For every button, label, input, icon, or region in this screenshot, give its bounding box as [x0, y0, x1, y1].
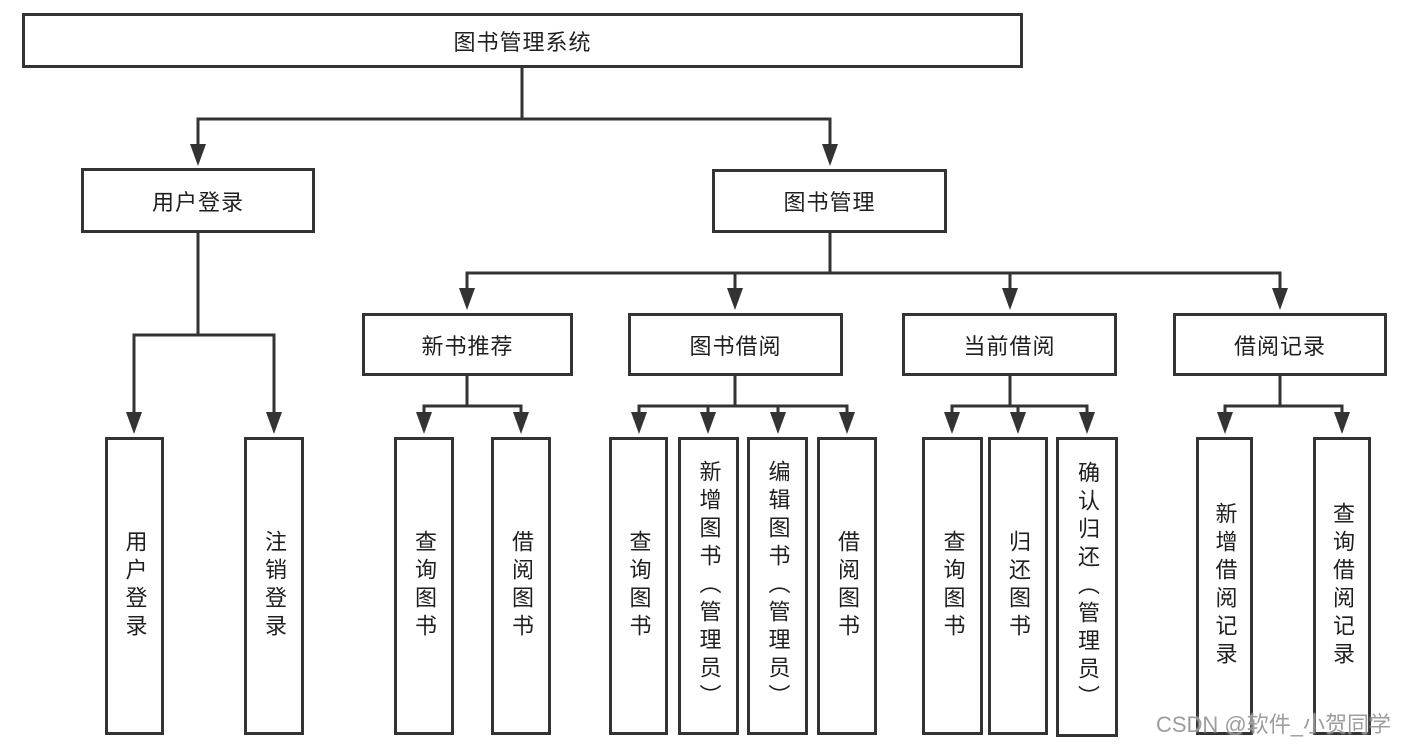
leaf-label: 归还图书 [1006, 530, 1031, 642]
leaf-label: 新增图书（管理员） [696, 460, 722, 712]
leaf-label: 查询图书 [626, 530, 652, 642]
leaf-search-books-current: 查询图书 [922, 437, 983, 735]
leaf-edit-books-admin: 编辑图书（管理员） [747, 437, 808, 735]
leaf-label: 借阅图书 [835, 530, 860, 642]
leaf-borrow-books: 借阅图书 [817, 437, 877, 735]
leaf-add-books-admin: 新增图书（管理员） [678, 437, 739, 735]
leaf-label: 查询借阅记录 [1330, 502, 1355, 670]
node-current-borrowing: 当前借阅 [902, 313, 1117, 376]
leaf-search-books-recommend: 查询图书 [394, 437, 454, 735]
node-new-book-recommendation: 新书推荐 [362, 313, 573, 376]
node-label: 用户登录 [151, 189, 244, 215]
node-label: 图书借阅 [689, 333, 782, 359]
leaf-label: 新增借阅记录 [1212, 502, 1238, 670]
leaf-label: 编辑图书（管理员） [765, 460, 791, 712]
csdn-watermark: CSDN @软件_小贺同学 [1155, 712, 1391, 737]
leaf-confirm-return-admin: 确认归还（管理员） [1056, 437, 1118, 737]
node-user-login: 用户登录 [81, 168, 315, 233]
leaf-search-books-borrow: 查询图书 [609, 437, 668, 735]
leaf-user-login: 用户登录 [105, 437, 164, 735]
leaf-label: 确认归还（管理员） [1075, 461, 1100, 713]
node-label: 图书管理系统 [453, 29, 592, 55]
node-system-root: 图书管理系统 [22, 13, 1023, 68]
node-label: 借阅记录 [1233, 333, 1326, 359]
node-label: 当前借阅 [963, 333, 1056, 359]
node-label: 新书推荐 [421, 333, 514, 359]
leaf-add-borrow-record: 新增借阅记录 [1196, 437, 1253, 735]
node-book-borrowing: 图书借阅 [628, 313, 843, 376]
leaf-label: 查询图书 [412, 530, 437, 642]
leaf-label: 借阅图书 [509, 530, 534, 642]
leaf-label: 查询图书 [940, 530, 966, 642]
leaf-search-borrow-record: 查询借阅记录 [1313, 437, 1371, 735]
leaf-return-books: 归还图书 [988, 437, 1048, 735]
node-label: 图书管理 [783, 190, 876, 215]
leaf-logout: 注销登录 [244, 437, 304, 735]
node-borrowing-records: 借阅记录 [1173, 313, 1387, 376]
leaf-label: 注销登录 [262, 530, 287, 642]
leaf-borrow-books-recommend: 借阅图书 [491, 437, 551, 735]
leaf-label: 用户登录 [122, 530, 148, 642]
node-book-management: 图书管理 [712, 169, 947, 233]
